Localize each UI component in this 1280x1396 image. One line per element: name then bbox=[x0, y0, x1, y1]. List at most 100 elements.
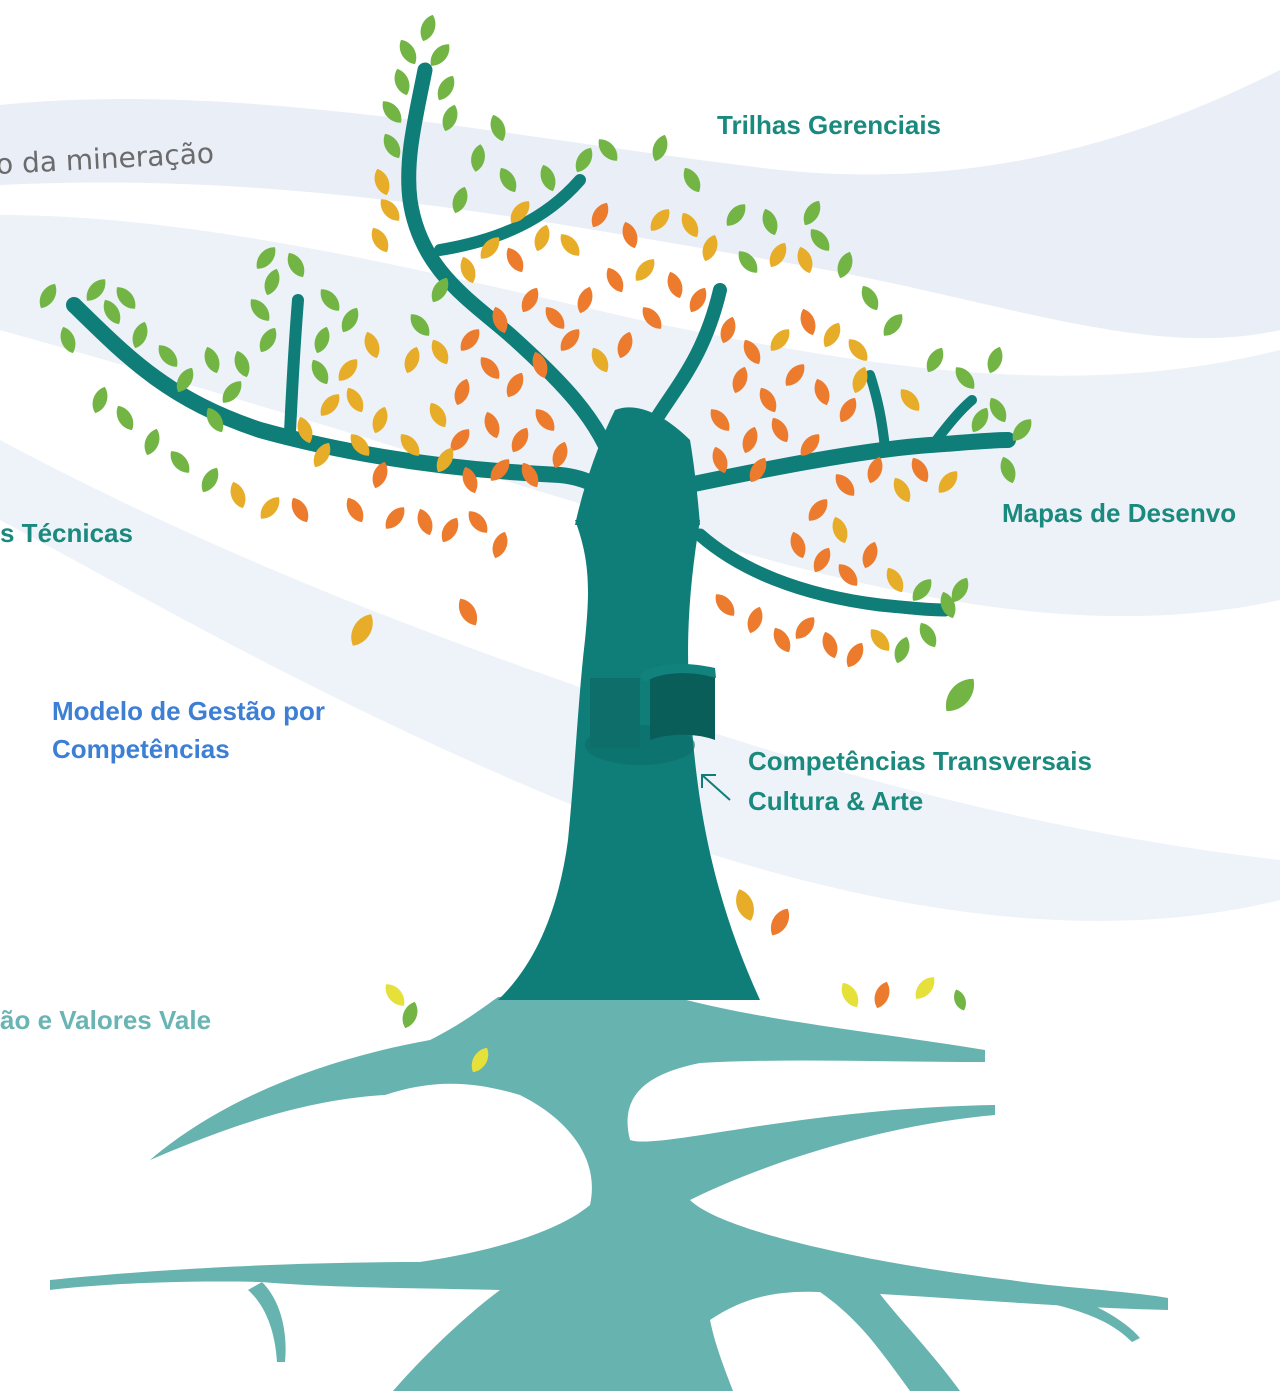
leaf bbox=[510, 201, 530, 223]
leaf bbox=[291, 497, 309, 523]
leaf bbox=[320, 394, 340, 416]
leaf bbox=[785, 364, 805, 386]
leaf bbox=[689, 287, 707, 313]
leaf bbox=[338, 359, 358, 381]
leaf bbox=[560, 234, 580, 256]
leaf bbox=[808, 499, 828, 521]
leaf bbox=[683, 167, 701, 193]
leaf bbox=[103, 299, 121, 325]
leaf bbox=[521, 287, 539, 313]
leaf bbox=[521, 462, 539, 488]
leaf bbox=[848, 339, 868, 361]
leaf bbox=[945, 678, 975, 712]
leaf bbox=[60, 326, 76, 354]
leaf bbox=[762, 208, 778, 236]
leaf bbox=[462, 466, 478, 494]
leaf bbox=[234, 350, 250, 378]
leaf bbox=[955, 367, 975, 389]
leaf bbox=[436, 447, 454, 473]
leaf bbox=[846, 642, 864, 668]
leaf bbox=[852, 366, 868, 394]
leaf bbox=[862, 541, 878, 569]
leaf bbox=[813, 547, 831, 573]
leaf bbox=[822, 631, 838, 659]
leaf bbox=[383, 133, 401, 159]
leaf bbox=[256, 247, 276, 269]
leaf bbox=[838, 564, 858, 586]
leaf bbox=[622, 221, 638, 249]
leaf bbox=[591, 202, 609, 228]
trilhas-tecnicas-label: s Técnicas bbox=[0, 518, 133, 548]
mapas-desenvolvimento-label: Mapas de Desenvo bbox=[1002, 498, 1237, 528]
leaf bbox=[399, 39, 417, 65]
leaf bbox=[471, 1047, 489, 1073]
leaf bbox=[364, 331, 380, 359]
leaf bbox=[297, 416, 313, 444]
leaf bbox=[560, 329, 580, 351]
leaf bbox=[894, 636, 910, 664]
leaf bbox=[176, 367, 194, 393]
book-right-page bbox=[650, 668, 715, 740]
root-right-fork bbox=[1010, 1280, 1140, 1342]
leaf bbox=[715, 594, 735, 616]
leaf bbox=[971, 407, 989, 433]
leaf bbox=[749, 457, 767, 483]
leaf bbox=[642, 307, 662, 329]
leaf bbox=[417, 508, 433, 536]
book-cover bbox=[640, 663, 716, 682]
leaf bbox=[250, 299, 270, 321]
branch-lower-right bbox=[693, 528, 952, 617]
branch-right bbox=[633, 283, 727, 457]
root-mass bbox=[50, 994, 1168, 1391]
leaf bbox=[681, 212, 699, 238]
leaf bbox=[540, 164, 556, 192]
leaf bbox=[382, 101, 402, 123]
leaf bbox=[534, 224, 550, 252]
leaf bbox=[874, 981, 890, 1009]
leaf bbox=[372, 406, 388, 434]
leaf bbox=[341, 307, 359, 333]
leaf bbox=[460, 256, 476, 284]
leaf bbox=[430, 44, 450, 66]
leaf bbox=[222, 381, 242, 403]
leaf bbox=[900, 389, 920, 411]
leaf bbox=[800, 434, 820, 456]
leaf bbox=[535, 409, 555, 431]
branch-right-fork-2 bbox=[930, 395, 977, 447]
leaf bbox=[287, 252, 305, 278]
leaf bbox=[264, 268, 280, 296]
leaf bbox=[468, 511, 488, 533]
leaf bbox=[204, 346, 220, 374]
branch-left-long bbox=[66, 297, 620, 508]
leaf bbox=[617, 331, 633, 359]
leaf bbox=[938, 471, 958, 493]
leaf bbox=[832, 516, 848, 544]
leaf bbox=[311, 359, 329, 385]
leaf bbox=[795, 617, 815, 639]
leaf bbox=[989, 397, 1007, 423]
leaf bbox=[773, 627, 791, 653]
leaf bbox=[606, 267, 624, 293]
leaf bbox=[350, 434, 370, 456]
leaf bbox=[814, 378, 830, 406]
leaf bbox=[492, 306, 508, 334]
leaf bbox=[471, 144, 485, 172]
leaf bbox=[652, 134, 668, 162]
book-left-page bbox=[590, 678, 640, 748]
leaf bbox=[460, 329, 480, 351]
branch-left-small bbox=[284, 294, 304, 438]
leaf bbox=[742, 426, 758, 454]
leaf bbox=[575, 147, 593, 173]
leaf bbox=[987, 346, 1003, 374]
leaf bbox=[385, 507, 405, 529]
branch-center-up bbox=[401, 62, 623, 478]
leaf bbox=[506, 372, 524, 398]
leaf bbox=[769, 242, 787, 268]
branch-right-long bbox=[657, 432, 1016, 498]
leaf bbox=[635, 259, 655, 281]
leaf bbox=[911, 457, 929, 483]
leaf bbox=[800, 308, 816, 336]
leaf-canopy bbox=[39, 14, 1032, 1073]
leaf bbox=[835, 474, 855, 496]
